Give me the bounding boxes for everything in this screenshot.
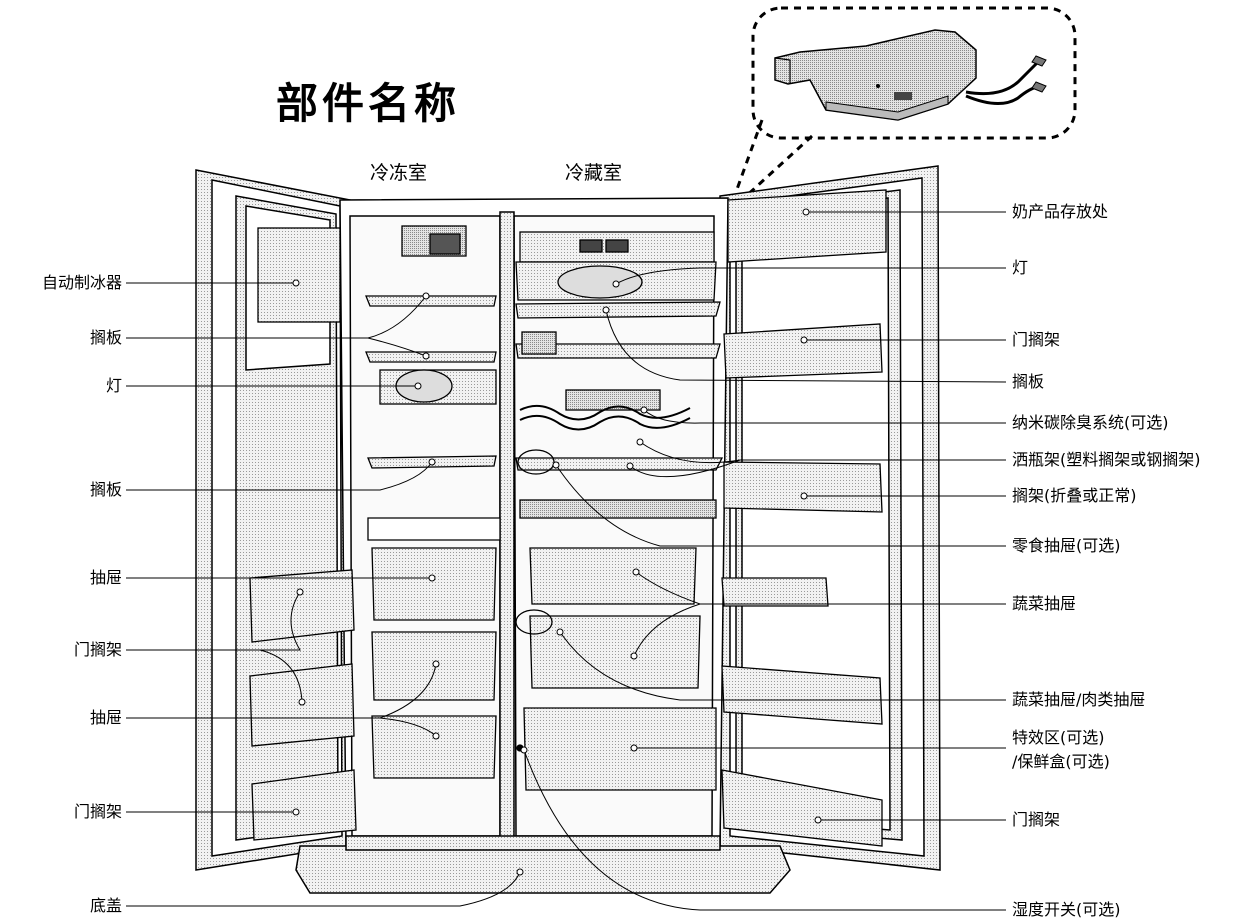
label-freezer-door-bin: 门搁架 [73, 640, 122, 659]
label-fridge-shelf: 搁板 [1012, 372, 1045, 391]
label-freezer-door-bin-lower: 门搁架 [73, 802, 122, 821]
freezer-section-label: 冷冻室 [370, 162, 428, 184]
fridge-door-bins [721, 189, 887, 847]
label-special-zone: 特效区(可选) [1012, 728, 1105, 747]
label-freezer-shelf-lower: 搁板 [89, 480, 122, 499]
label-vegetable-drawer: 蔬菜抽屉 [1012, 594, 1077, 613]
label-freezer-shelf: 搁板 [89, 328, 122, 347]
fridge-section-label: 冷藏室 [565, 162, 623, 184]
label-crisper-box: /保鲜盒(可选) [1012, 752, 1110, 771]
label-fridge-lamp: 灯 [1012, 258, 1029, 277]
label-humidity-switch: 湿度开关(可选) [1012, 900, 1121, 919]
label-vegetable-meat-drawer: 蔬菜抽屉/肉类抽屉 [1012, 690, 1146, 709]
leader-lines-right [520, 208, 1007, 911]
label-wine-rack: 洒瓶架(塑料搁架或钢搁架) [1012, 450, 1201, 469]
label-fridge-door-bin-lower: 门搁架 [1012, 810, 1061, 829]
label-freezer-drawer-lower: 抽屉 [89, 708, 122, 727]
label-folding-shelf: 搁架(折叠或正常) [1012, 486, 1137, 505]
label-deodorizer: 纳米碳除臭系统(可选) [1012, 413, 1169, 432]
label-snack-drawer: 零食抽屉(可选) [1012, 536, 1121, 555]
label-freezer-lamp: 灯 [105, 376, 122, 395]
page-title: 部件名称 [276, 79, 461, 128]
label-fridge-door-bin: 门搁架 [1012, 330, 1061, 349]
label-ice-maker: 自动制冰器 [41, 273, 122, 292]
label-dairy-compartment: 奶产品存放处 [1012, 202, 1109, 221]
leader-lines-left [126, 279, 524, 907]
label-freezer-drawer: 抽屉 [89, 568, 122, 587]
inset-callout [734, 6, 1077, 200]
fridge-interior [515, 231, 724, 791]
label-base-cover: 底盖 [89, 896, 122, 915]
